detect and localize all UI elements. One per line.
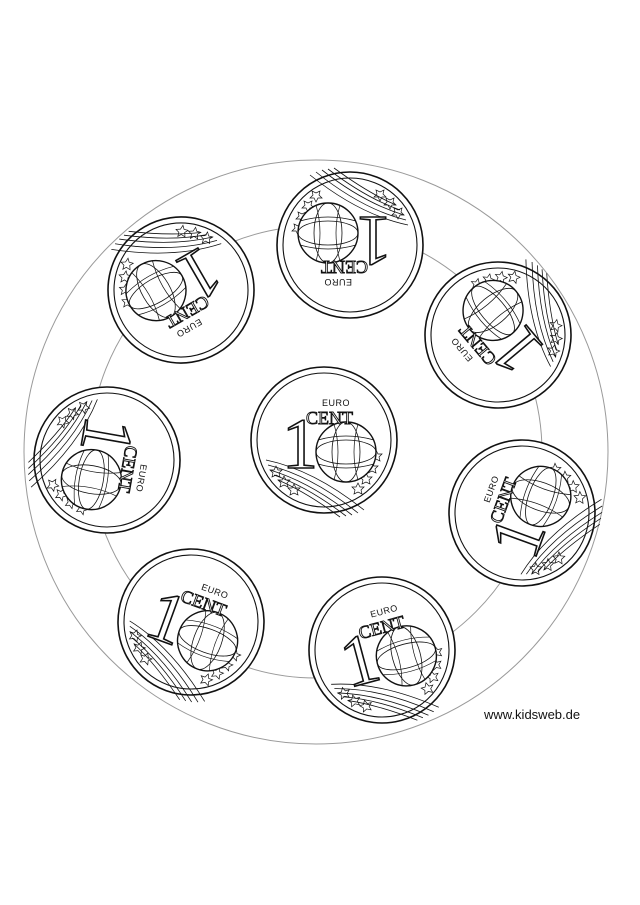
coin-middle-right (427, 418, 621, 609)
one-cent-coin-drawing (250, 366, 398, 518)
coin-middle-left (17, 373, 193, 546)
one-cent-coin-drawing (427, 418, 621, 609)
coin-top (276, 167, 424, 319)
outer-ring (23, 159, 609, 745)
coin-upper-right (394, 228, 605, 439)
coin-lower-left (95, 527, 286, 721)
one-cent-coin-drawing (291, 559, 474, 745)
one-cent-coin-drawing (95, 527, 286, 721)
coin-center (250, 366, 398, 518)
one-cent-coin-drawing (276, 167, 424, 319)
coin-lower-middle (291, 559, 474, 745)
credit-text: www.kidsweb.de (484, 707, 581, 722)
one-cent-coin-drawing (394, 228, 605, 439)
one-cent-coin-drawing (17, 373, 193, 546)
